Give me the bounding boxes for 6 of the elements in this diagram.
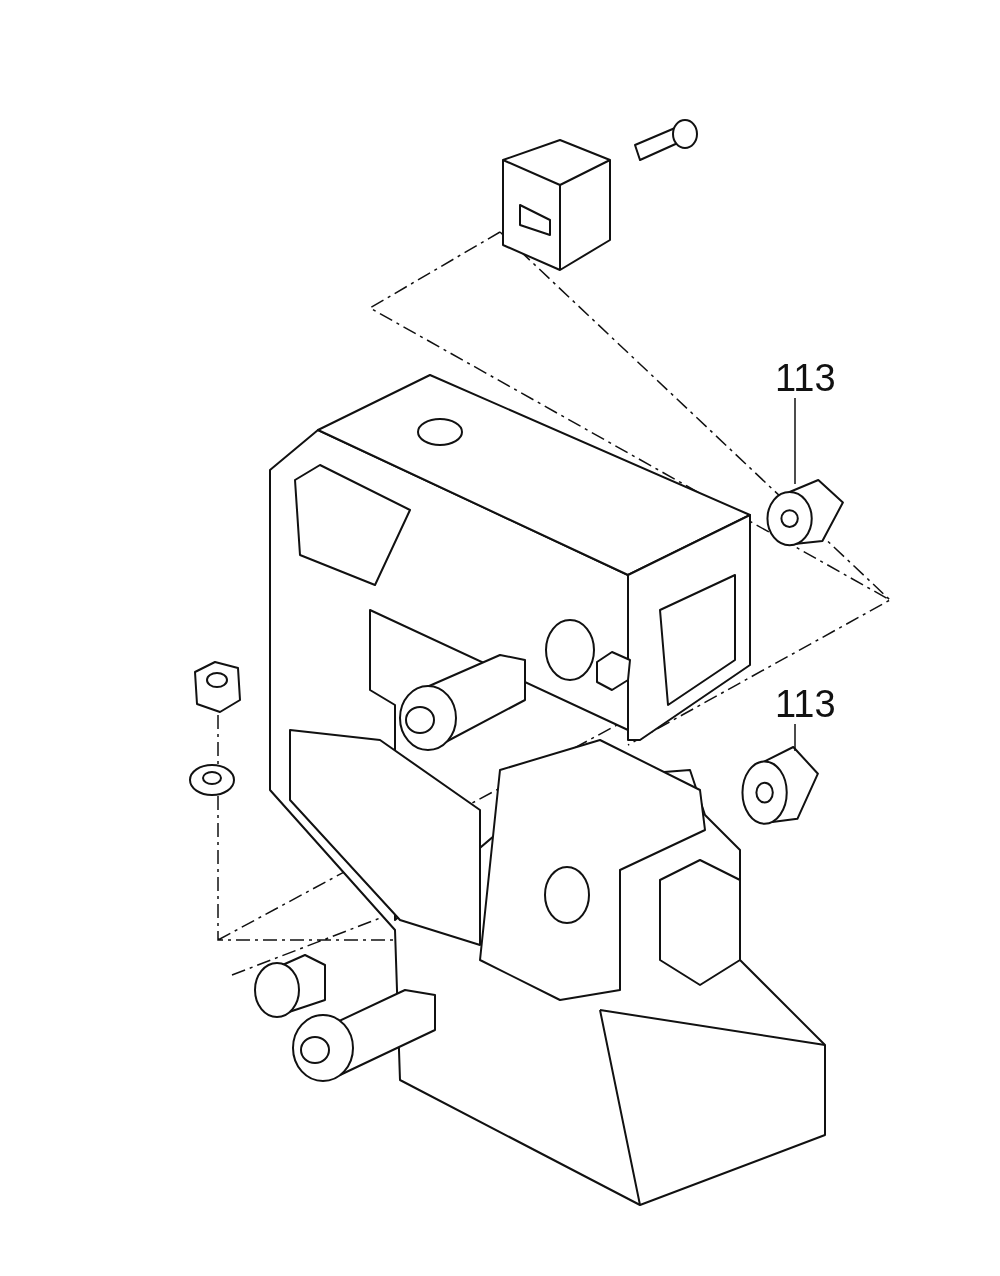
leader-line — [794, 397, 796, 485]
leader-line — [794, 723, 796, 752]
bushing-drawing — [765, 478, 847, 548]
callout-number: 113 — [775, 358, 836, 398]
callout-number: 113 — [775, 684, 836, 724]
bushing-drawing — [740, 745, 822, 827]
